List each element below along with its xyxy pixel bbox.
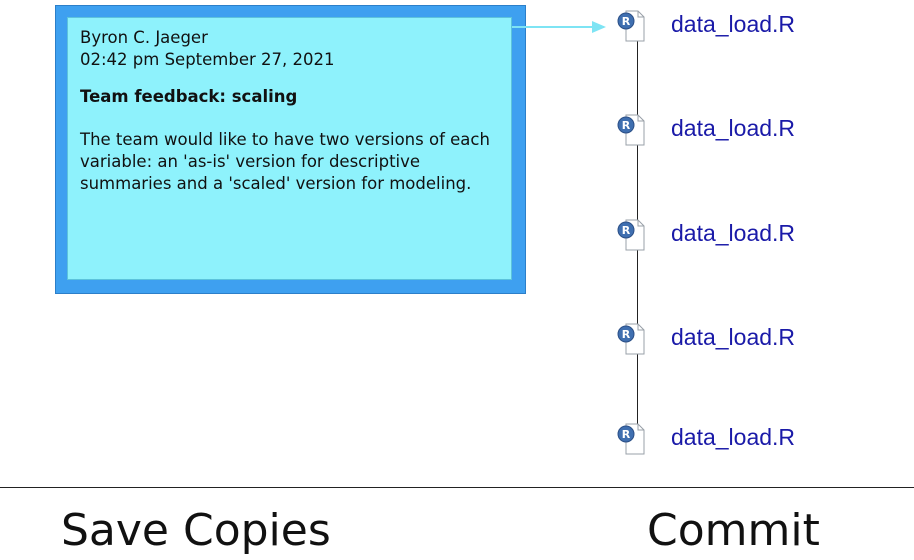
comment-title: Team feedback: scaling (80, 87, 298, 106)
r-file-icon: R (617, 423, 645, 455)
comment-timestamp: 02:42 pm September 27, 2021 (80, 50, 335, 69)
file-name[interactable]: data_load.R (671, 324, 796, 350)
comment-body: The team would like to have two versions… (80, 130, 490, 193)
commit-button[interactable]: Commit (647, 505, 820, 556)
file-version-3[interactable]: R data_load.R (613, 218, 893, 252)
file-version-5[interactable]: R data_load.R (613, 422, 893, 456)
svg-text:R: R (622, 15, 631, 28)
file-version-2[interactable]: R data_load.R (613, 113, 893, 147)
r-file-icon: R (617, 323, 645, 355)
file-version-4[interactable]: R data_load.R (613, 322, 893, 356)
comment-author: Byron C. Jaeger (80, 28, 208, 47)
file-name[interactable]: data_load.R (671, 11, 796, 37)
comment-note: Byron C. Jaeger 02:42 pm September 27, 2… (55, 5, 526, 294)
file-name[interactable]: data_load.R (671, 424, 796, 450)
svg-text:R: R (622, 328, 631, 341)
save-copies-button[interactable]: Save Copies (61, 505, 331, 556)
file-name[interactable]: data_load.R (671, 220, 796, 246)
footer-divider (0, 487, 914, 488)
file-name[interactable]: data_load.R (671, 115, 796, 141)
svg-text:R: R (622, 224, 631, 237)
svg-text:R: R (622, 119, 631, 132)
r-file-icon: R (617, 10, 645, 42)
r-file-icon: R (617, 219, 645, 251)
svg-text:R: R (622, 428, 631, 441)
r-file-icon: R (617, 114, 645, 146)
comment-note-content: Byron C. Jaeger 02:42 pm September 27, 2… (67, 17, 512, 280)
file-version-1[interactable]: R data_load.R (613, 9, 893, 43)
